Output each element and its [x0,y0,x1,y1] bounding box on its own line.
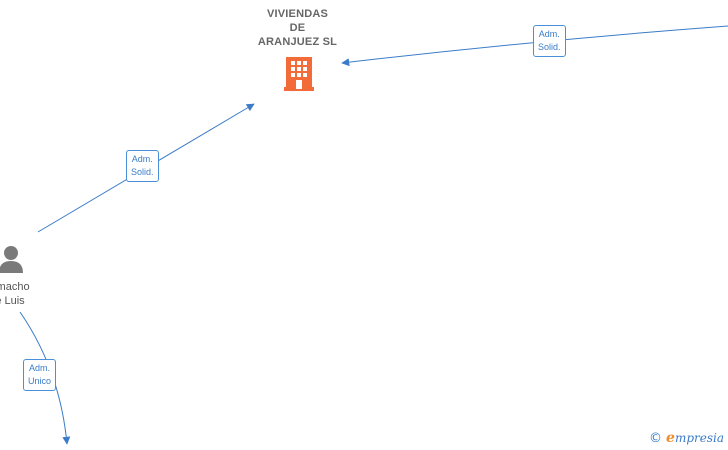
brand-rest: mpresia [674,431,724,445]
empresia-watermark: ©empresia [649,430,724,446]
edge-label-line: Solid. [131,167,154,177]
copyright-icon: © [649,431,663,446]
company-name-line: VIVIENDAS [266,8,329,20]
edge-label-line: Adm. [29,363,51,373]
edge-label-line: Adm. [131,154,153,164]
person-name[interactable]: amacho e Luis [0,280,50,308]
company-name-line: DE [289,22,306,34]
brand-initial: e [666,430,675,446]
person-icon[interactable] [0,246,23,273]
building-icon[interactable] [284,57,314,91]
edge-label-line: Solid. [538,42,561,52]
person-name-line: e Luis [0,295,25,307]
company-name[interactable]: VIVIENDAS DE ARANJUEZ SL [240,7,355,49]
person-name-line: amacho [0,281,30,293]
edge-label-line: Adm. [538,29,560,39]
edge-label-line: Unico [28,376,52,386]
edge-label-person-down[interactable]: Adm. Unico [23,359,57,391]
edge-label-person-company[interactable]: Adm. Solid. [126,150,159,182]
edge-label-right[interactable]: Adm. Solid. [533,25,566,57]
company-name-line: ARANJUEZ SL [257,36,338,48]
